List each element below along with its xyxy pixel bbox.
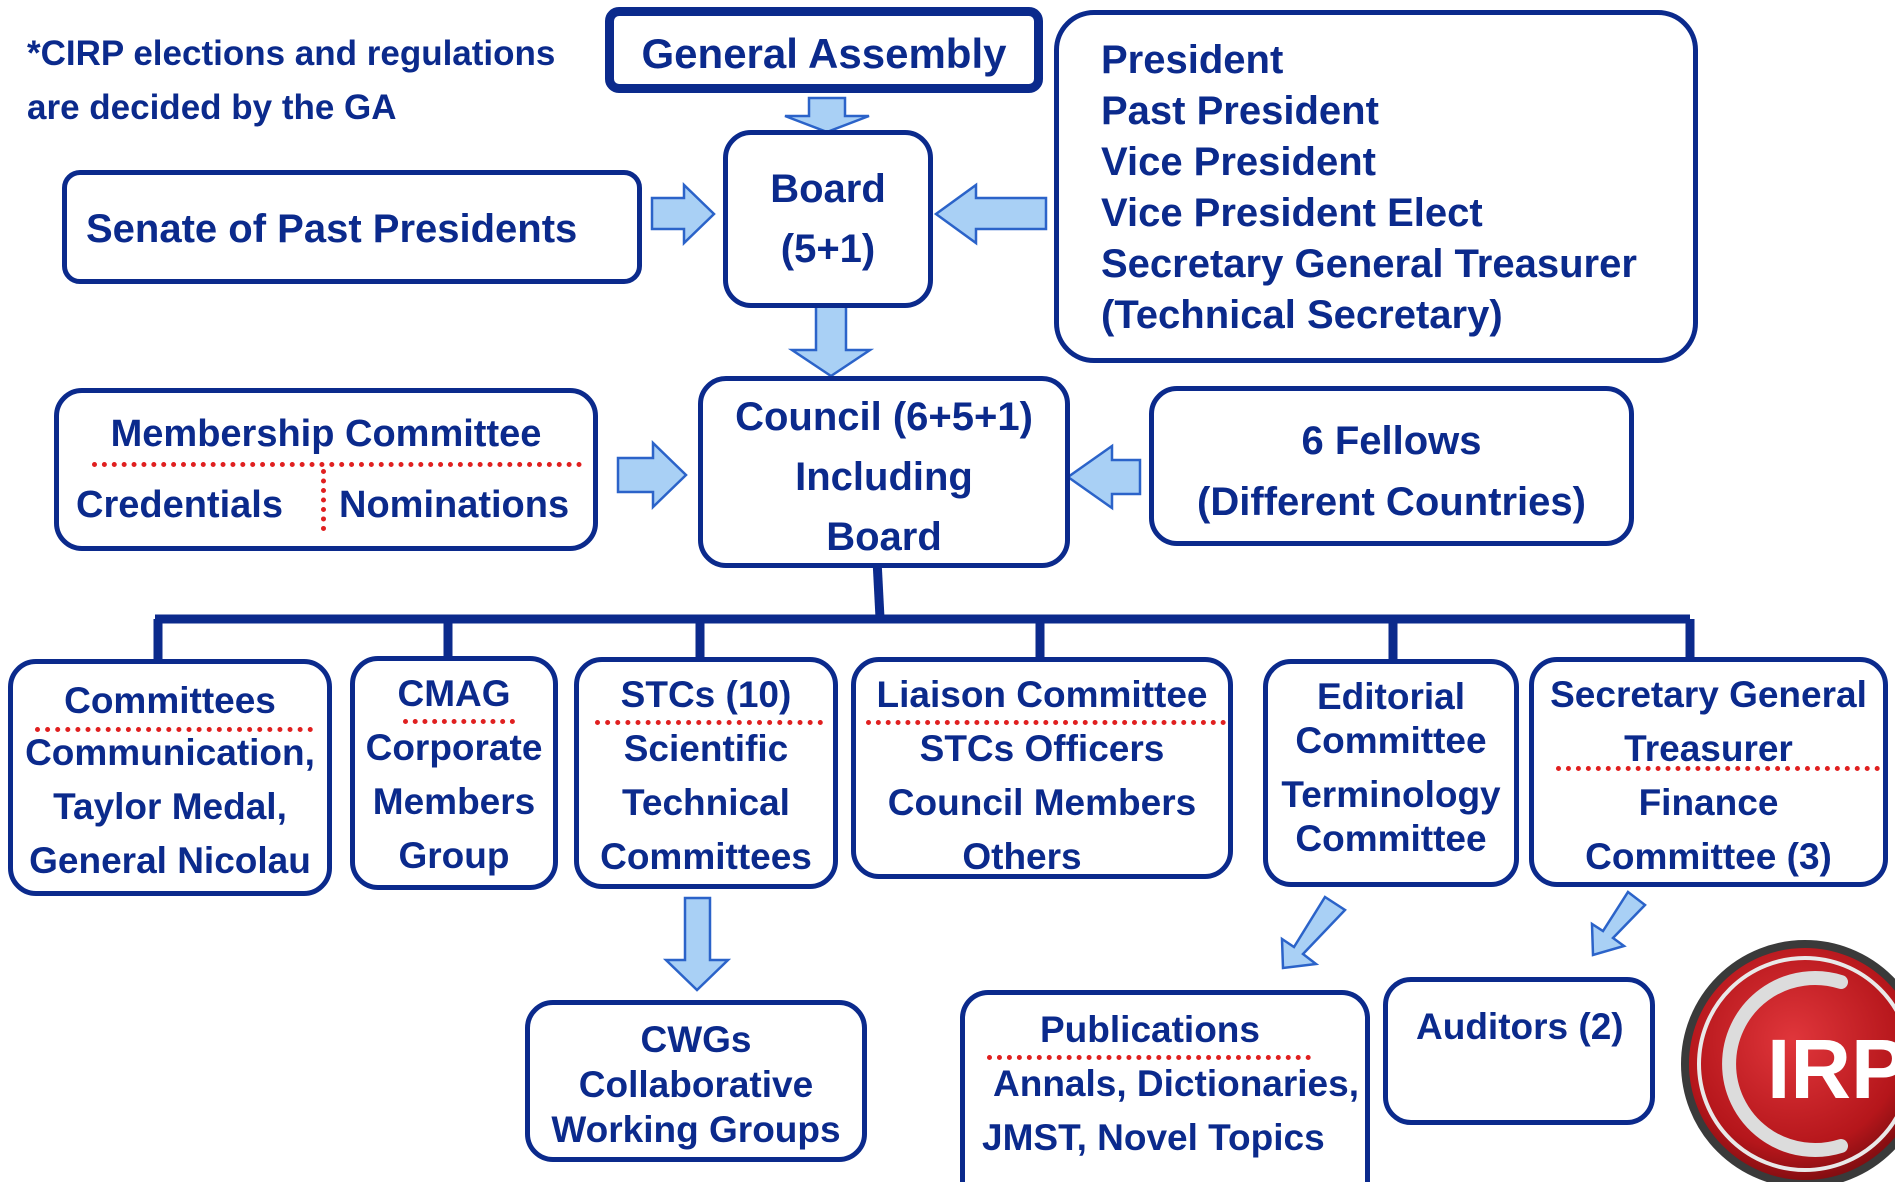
stcs-box: STCs (10) Scientific Technical Committee… [574,657,838,889]
cwgs-line2: Working Groups [551,1109,841,1150]
publications-divider [987,1055,1311,1060]
arrow-senate-to-board [650,182,716,246]
sgt-title2: Treasurer [1624,728,1793,769]
committees-line1: Communication, [25,732,315,773]
membership-split [321,469,326,531]
liaison-line3: Others [962,836,1082,877]
board-count: (5+1) [780,227,876,271]
publications-box: Publications Annals, Dictionaries, JMST,… [960,990,1370,1182]
liaison-divider [866,720,1226,725]
arrow-fellows-to-council [1065,443,1142,511]
publications-line2: JMST, Novel Topics [982,1117,1325,1158]
editorial-box: Editorial Committee Terminology Committe… [1263,659,1519,887]
auditors-label: Auditors (2) [1416,1006,1624,1047]
council-box: Council (6+5+1) Including Board [698,376,1070,568]
arrow-editorial-to-publications [1280,895,1347,970]
senate-label: Senate of Past Presidents [86,207,578,251]
editorial-line4: Committee [1295,818,1487,859]
officers-box: President Past President Vice President … [1054,10,1698,363]
sgt-title1: Secretary General [1550,674,1867,715]
editorial-line2: Committee [1295,720,1487,761]
committees-title: Committees [64,680,276,721]
stcs-divider [595,720,823,725]
stcs-line1: Scientific [623,728,789,769]
liaison-line2: Council Members [887,782,1197,823]
committees-divider [35,727,313,732]
sgt-line2: Committee (3) [1585,836,1832,877]
arrow-stcs-to-cwgs [662,896,732,992]
membership-divider [92,462,582,467]
sgt-divider [1556,766,1880,771]
committees-line3: General Nicolau [29,840,311,881]
cwgs-box: CWGs Collaborative Working Groups [525,1000,867,1162]
cmag-line3: Group [398,835,510,876]
cmag-line1: Corporate [365,727,543,768]
cirp-logo-text: IRP [1767,1022,1895,1116]
membership-title: Membership Committee [110,413,542,455]
arrow-sgt-to-auditors [1590,890,1647,957]
arrow-ga-to-board [784,96,870,134]
arrow-board-to-council [787,304,875,378]
board-title: Board [770,167,886,211]
officer-president: President [1101,38,1284,82]
committees-box: Committees Communication, Taylor Medal, … [8,659,332,896]
officer-past-president: Past President [1101,89,1379,133]
cmag-divider [403,719,515,724]
publications-title: Publications [1040,1009,1260,1050]
liaison-title: Liaison Committee [876,674,1208,715]
fellows-count: 6 Fellows [1301,419,1482,463]
publications-line1: Annals, Dictionaries, [993,1063,1359,1104]
council-board: Board [826,515,942,559]
membership-box: Membership Committee Credentials Nominat… [54,388,598,551]
arrow-membership-to-council [616,440,688,510]
officer-secretary-general: Secretary General Treasurer [1101,242,1637,286]
stcs-line3: Committees [600,836,812,877]
sgt-box: Secretary General Treasurer Finance Comm… [1529,657,1888,887]
liaison-box: Liaison Committee STCs Officers Council … [851,657,1233,879]
general-assembly-box: General Assembly [605,7,1043,93]
officer-technical-secretary: (Technical Secretary) [1101,293,1503,337]
senate-box: Senate of Past Presidents [62,170,642,284]
stcs-line2: Technical [622,782,790,823]
committees-line2: Taylor Medal, [53,786,287,827]
officer-vice-president-elect: Vice President Elect [1101,191,1483,235]
stcs-title: STCs (10) [620,674,792,715]
board-box: Board (5+1) [723,130,933,308]
liaison-line1: STCs Officers [919,728,1165,769]
cmag-box: CMAG Corporate Members Group [350,656,558,890]
officer-vice-president: Vice President [1101,140,1376,184]
fellows-box: 6 Fellows (Different Countries) [1149,386,1634,546]
ga-note-line2: are decided by the GA [27,88,397,127]
general-assembly-label: General Assembly [641,30,1007,77]
auditors-box: Auditors (2) [1383,977,1655,1125]
council-title: Council (6+5+1) [735,395,1033,439]
council-including: Including [795,455,973,499]
sgt-line1: Finance [1638,782,1779,823]
cirp-logo: IRP [1681,940,1895,1182]
editorial-line3: Terminology [1281,774,1501,815]
ga-note-line1: *CIRP elections and regulations [27,34,556,73]
editorial-line1: Editorial [1316,676,1466,717]
cwgs-title: CWGs [640,1019,752,1060]
cmag-line2: Members [372,781,536,822]
cmag-title: CMAG [397,673,511,714]
membership-nominations: Nominations [339,484,570,526]
cwgs-line1: Collaborative [578,1064,814,1105]
arrow-officers-to-board [933,182,1048,246]
council-tree-lines [153,559,1695,660]
fellows-countries: (Different Countries) [1197,480,1586,524]
membership-credentials: Credentials [76,484,283,526]
